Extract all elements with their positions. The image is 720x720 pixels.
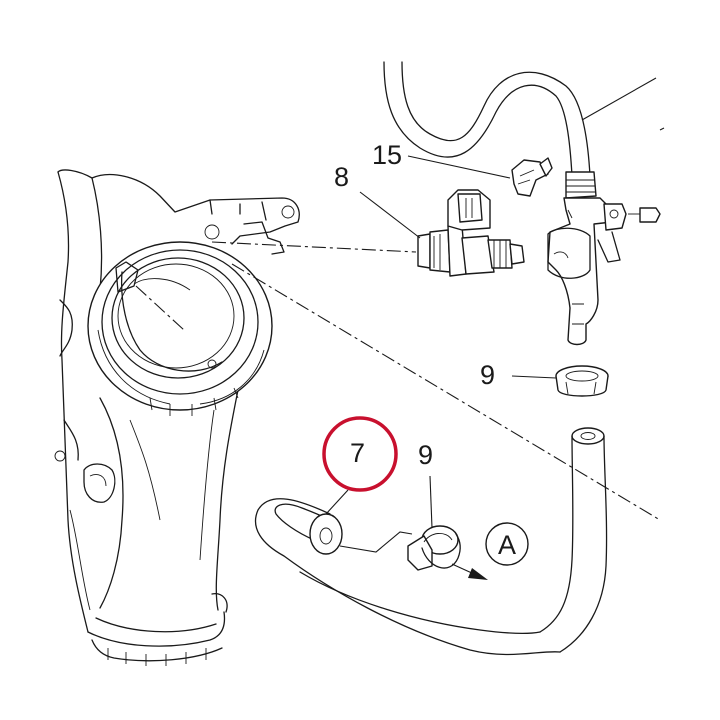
retaining-clip — [511, 157, 553, 197]
leader-lines — [325, 77, 665, 529]
callout-7: 7 — [350, 438, 365, 468]
fuel-line-upper — [383, 61, 591, 177]
hose-clamp-upper — [555, 365, 609, 397]
detail-a-circle — [485, 522, 529, 566]
highlight-ring-part-7 — [322, 416, 398, 492]
fuel-rail-fitting — [547, 171, 661, 346]
callout-15: 15 — [372, 140, 402, 170]
center-lines — [135, 241, 661, 521]
arrow-head-icon — [468, 568, 488, 580]
hose-clamp-lower — [407, 525, 461, 571]
assembly-arrow — [339, 531, 488, 580]
fuel-hose-vertical — [539, 427, 608, 653]
fuel-hose-lower — [254, 498, 561, 656]
callout-9-lower: 9 — [418, 440, 433, 470]
detail-a-label: A — [498, 530, 516, 560]
fuel-injector — [417, 189, 525, 277]
callout-9-upper: 9 — [480, 360, 495, 390]
callout-8: 8 — [334, 162, 349, 192]
